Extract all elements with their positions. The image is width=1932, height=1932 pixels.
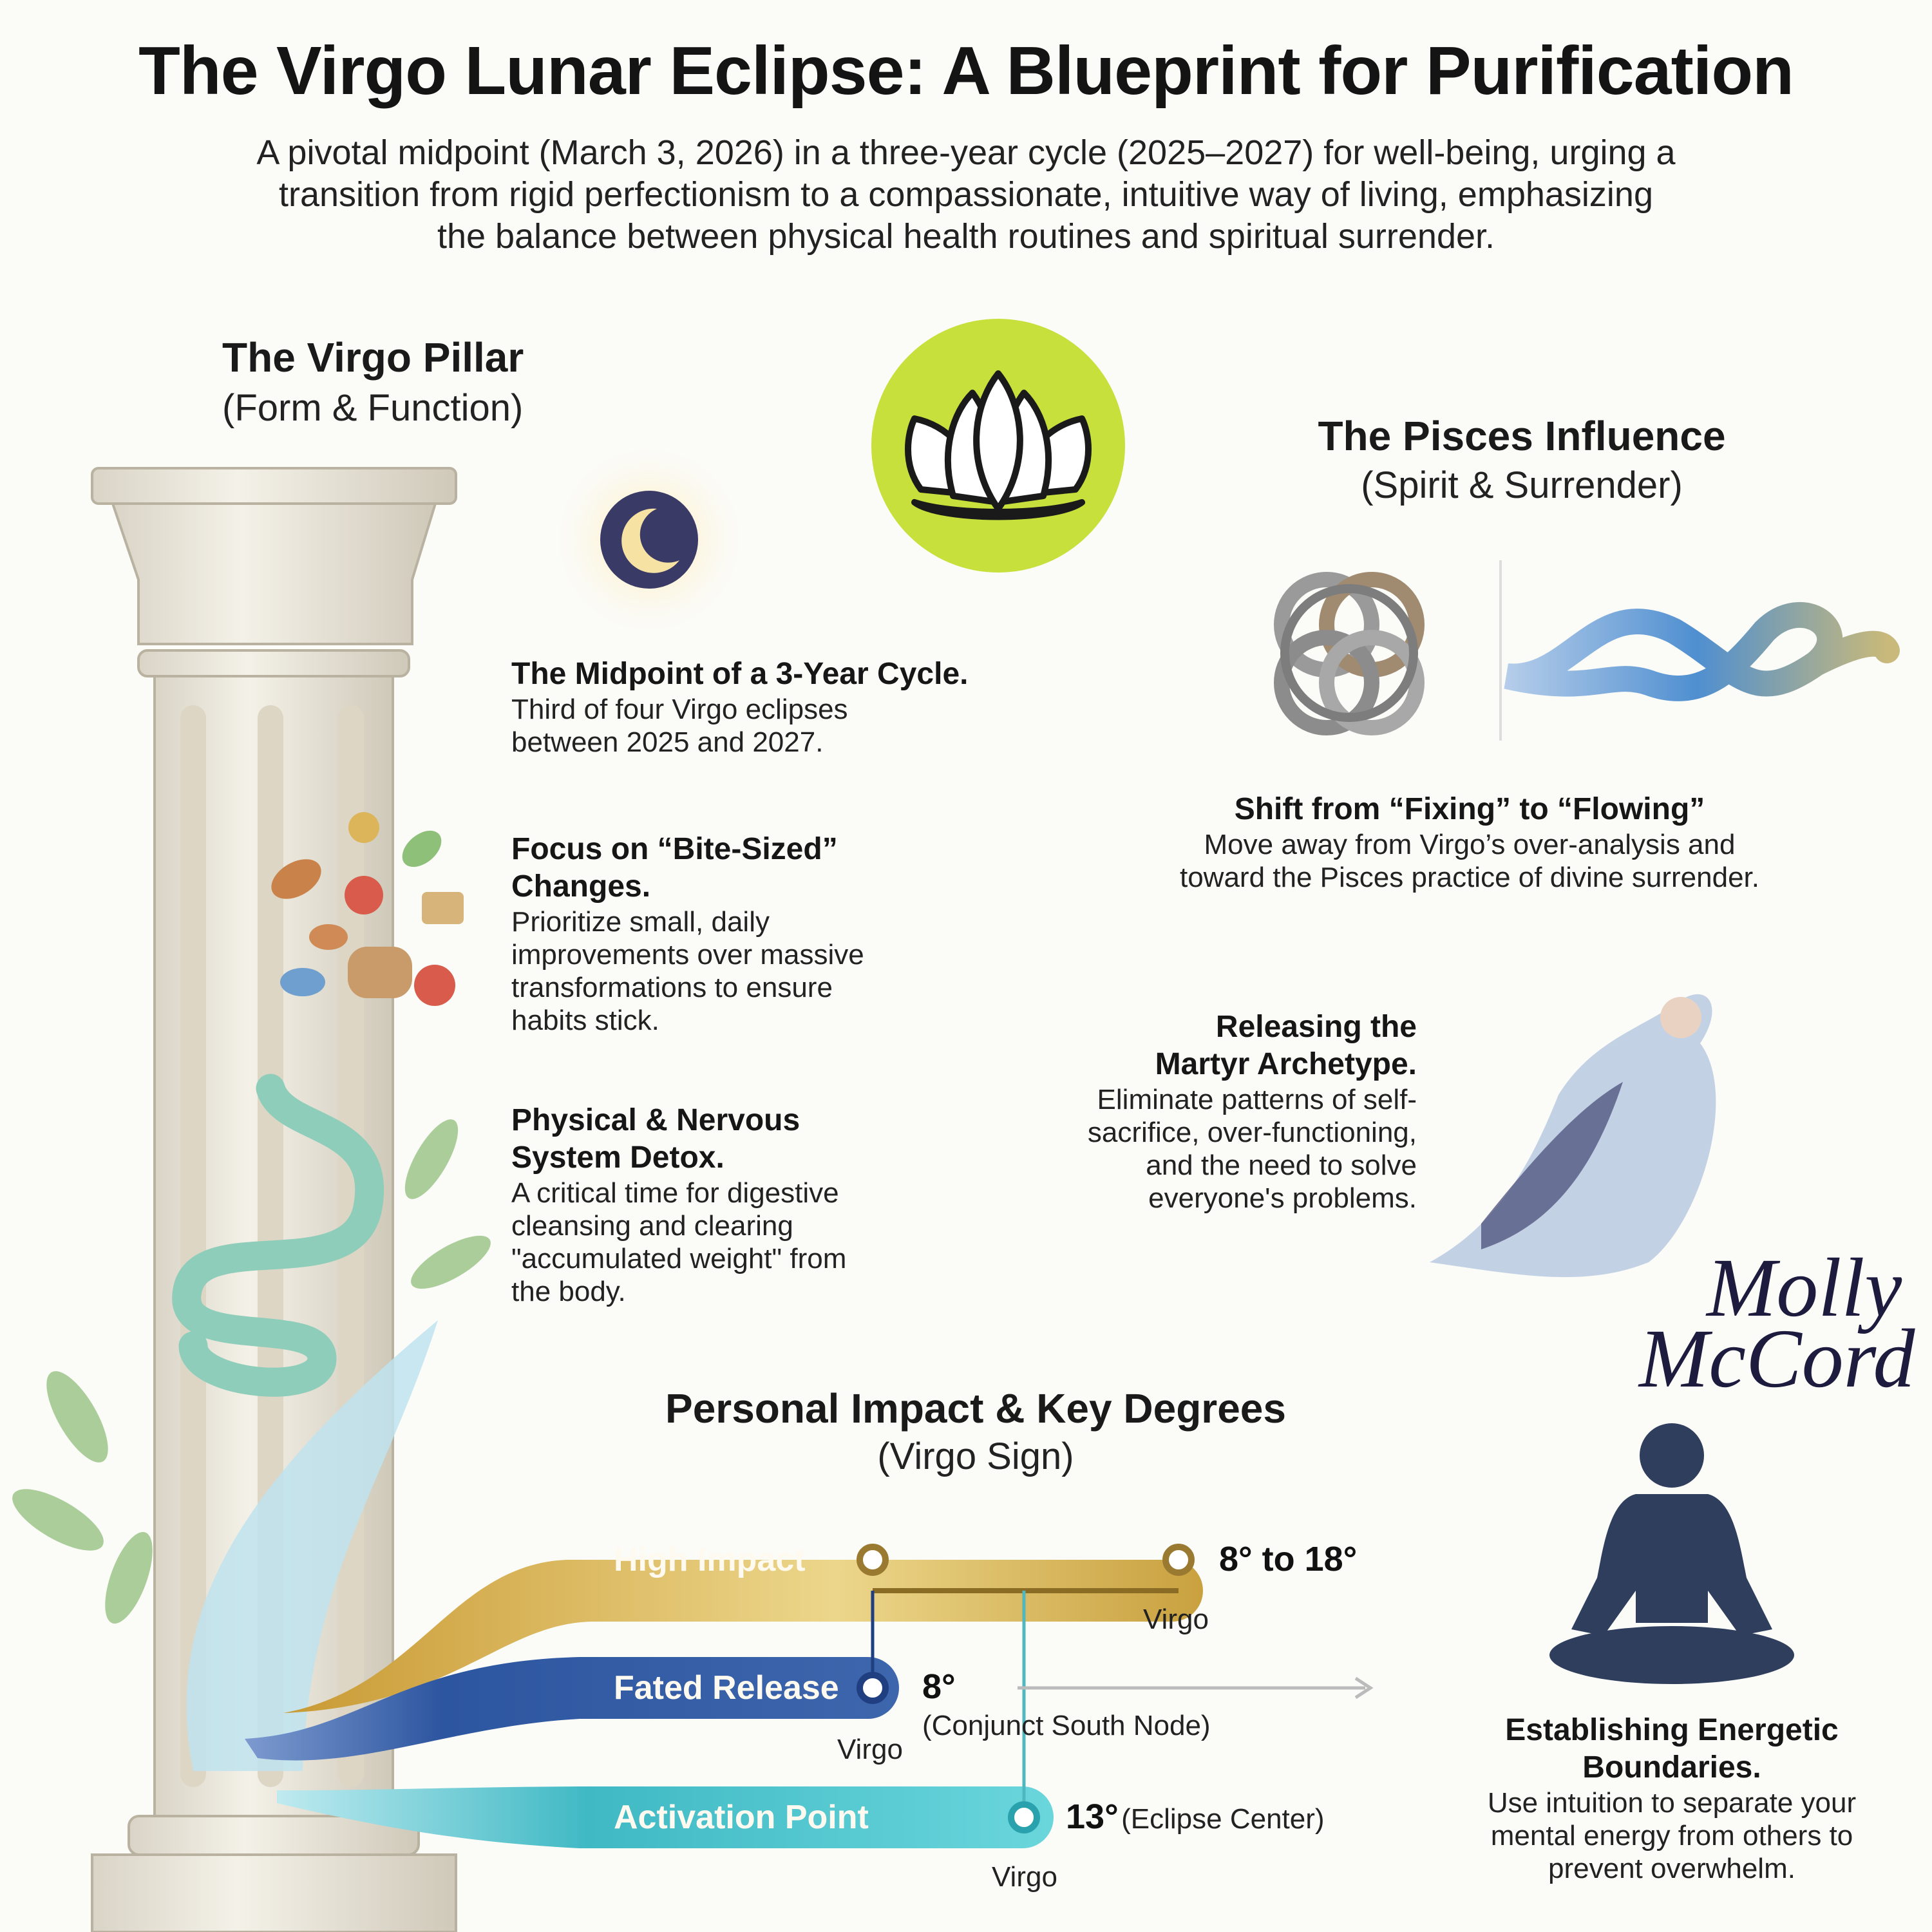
activation-point-marker: [1008, 1801, 1040, 1833]
page-title: The Virgo Lunar Eclipse: A Blueprint for…: [138, 33, 1794, 109]
high-impact-degrees: 8° to 18°: [1219, 1540, 1358, 1578]
meditation-figure-icon: [1549, 1423, 1794, 1684]
impact-diagram: [245, 1544, 1374, 1848]
fated-release-label: Fated Release: [614, 1669, 839, 1707]
activation-point-readout: 13° (Eclipse Center): [1066, 1797, 1325, 1836]
impact-title: Personal Impact & Key Degrees: [665, 1385, 1286, 1432]
activation-point-label: Activation Point: [614, 1799, 869, 1836]
high-impact-label: High Impact: [614, 1541, 806, 1578]
martyr-block: Releasing the Martyr Archetype. Eliminat…: [1087, 1010, 1417, 1214]
leaves-icon: [12, 1119, 491, 1624]
bite-sized-block: Focus on “Bite-Sized” Changes. Prioritiz…: [511, 832, 864, 1036]
pisces-title: The Pisces Influence: [1318, 413, 1726, 459]
high-impact-sign: Virgo: [1143, 1604, 1209, 1635]
virgo-pillar-subtitle: (Form & Function): [222, 387, 524, 429]
fated-release-sign: Virgo: [837, 1734, 903, 1765]
detox-block: Physical & Nervous System Detox. A criti…: [511, 1103, 847, 1307]
midpoint-block: The Midpoint of a 3-Year Cycle. Third of…: [511, 657, 969, 758]
molly-mccord-logo: Molly McCord: [1639, 1242, 1915, 1405]
infinity-ribbon-icon: [1504, 601, 1900, 701]
lotus-icon: [905, 370, 1092, 520]
fated-release-marker: [857, 1672, 889, 1704]
page-subtitle: A pivotal midpoint (March 3, 2026) in a …: [256, 133, 1676, 256]
eclipse-moon-icon: [600, 491, 698, 589]
high-impact-start-marker: [857, 1544, 889, 1576]
boundaries-block: Establishing Energetic Boundaries. Use i…: [1487, 1713, 1857, 1884]
high-impact-bar: [283, 1560, 1203, 1713]
virgo-pillar-title: The Virgo Pillar: [222, 334, 524, 381]
stomach-icon: [172, 1074, 384, 1397]
celtic-knot-icon: [1274, 572, 1425, 735]
fixing-flowing-block: Shift from “Fixing” to “Flowing” Move aw…: [1179, 792, 1759, 893]
high-impact-end-marker: [1162, 1544, 1195, 1576]
food-items-icon: [271, 812, 464, 1006]
fated-release-degrees: 8°: [922, 1667, 956, 1706]
impact-subtitle: (Virgo Sign): [877, 1435, 1074, 1477]
fated-release-bar: [245, 1657, 899, 1761]
fated-release-note: (Conjunct South Node): [922, 1710, 1211, 1741]
veiled-woman-icon: [1430, 994, 1716, 1278]
activation-point-bar: [277, 1786, 1054, 1848]
activation-point-sign: Virgo: [992, 1861, 1057, 1893]
pisces-subtitle: (Spirit & Surrender): [1361, 464, 1683, 506]
water-wave-icon: [186, 1320, 438, 1771]
